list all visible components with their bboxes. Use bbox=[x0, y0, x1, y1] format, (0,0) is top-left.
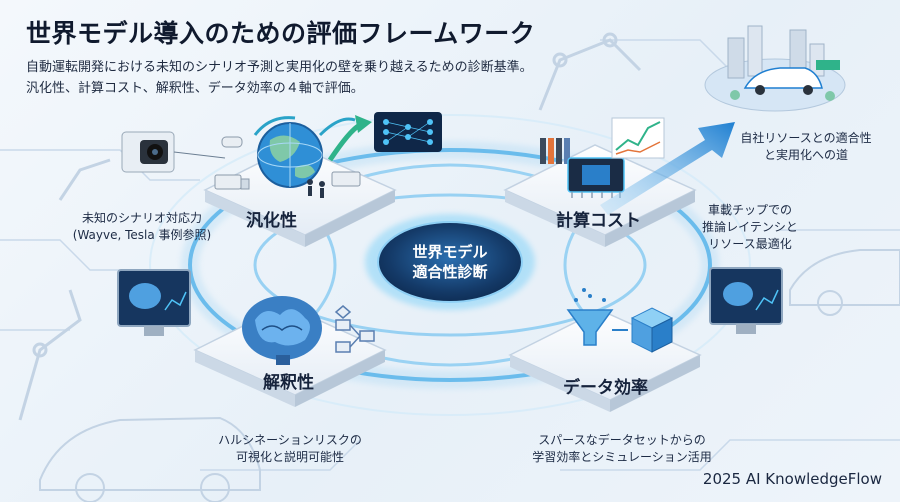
neural-net-panel-icon bbox=[374, 112, 442, 152]
pedestrians-icon bbox=[307, 179, 325, 198]
smart-city-icon bbox=[704, 25, 846, 112]
tile-generalization bbox=[203, 144, 397, 247]
goal-arrow-icon bbox=[600, 122, 735, 215]
data-cube-icon bbox=[630, 307, 674, 353]
goal-note: 自社リソースとの適合性 と実用化への道 bbox=[740, 131, 872, 162]
subtitle-line-1: 自動運転開発における未知のシナリオ予測と実用化の壁を乗り越えるための診断基準。 bbox=[26, 60, 533, 75]
camera-sensor-icon bbox=[121, 131, 175, 173]
brain-monitor-icon bbox=[117, 269, 191, 336]
processor-chip-icon bbox=[567, 157, 625, 198]
node-data-efficiency-label: データ効率 bbox=[563, 378, 648, 398]
note-data-efficiency: スパースなデータセットからの 学習効率とシミュレーション活用 bbox=[532, 433, 712, 464]
center-line-1: 世界モデル bbox=[412, 243, 488, 261]
globe-icon bbox=[257, 122, 323, 188]
page-title: 世界モデル導入のための評価フレームワーク bbox=[26, 19, 536, 48]
car-small-icon bbox=[221, 136, 243, 148]
truck-icon-2 bbox=[331, 171, 361, 187]
orbit-arrow-icon bbox=[253, 116, 356, 137]
robot-arm-top-icon bbox=[538, 32, 642, 111]
circuit-lines bbox=[0, 39, 900, 471]
center-hub bbox=[365, 214, 535, 310]
brain-icon bbox=[242, 296, 322, 365]
page-subtitle: 自動運転開発における未知のシナリオ予測と実用化の壁を乗り越えるための診断基準。 … bbox=[26, 57, 533, 99]
copyright-text: 2025 AI KnowledgeFlow bbox=[702, 470, 882, 488]
subtitle-line-2: 汎化性、計算コスト、解釈性、データ効率の４軸で評価。 bbox=[26, 81, 364, 96]
performance-graph-icon bbox=[611, 117, 665, 159]
car-outline-left-icon bbox=[39, 416, 261, 502]
node-generalization-label: 汎化性 bbox=[246, 211, 297, 231]
note-interpretability: ハルシネーションリスクの 可視化と説明可能性 bbox=[218, 433, 362, 464]
center-line-2: 適合性診断 bbox=[412, 263, 488, 281]
node-interpretability-label: 解釈性 bbox=[263, 373, 314, 393]
funnel-icon bbox=[566, 288, 614, 346]
gpu-stack-icon bbox=[540, 138, 570, 164]
center-hub-label: 世界モデル 適合性診断 bbox=[385, 242, 515, 282]
robot-arm-left-icon bbox=[18, 158, 111, 421]
car-outline-right-icon bbox=[789, 249, 900, 316]
node-compute-label: 計算コスト bbox=[556, 211, 641, 231]
tile-data-efficiency bbox=[508, 309, 702, 412]
analytics-monitor-icon bbox=[709, 267, 783, 334]
truck-icon bbox=[214, 174, 250, 190]
note-generalization: 未知のシナリオ対応力 (Wayve, Tesla 事例参照) bbox=[72, 211, 212, 242]
flowchart-icon bbox=[334, 305, 375, 353]
note-compute: 車載チップでの 推論レイテンシと リソース最適化 bbox=[702, 203, 798, 251]
